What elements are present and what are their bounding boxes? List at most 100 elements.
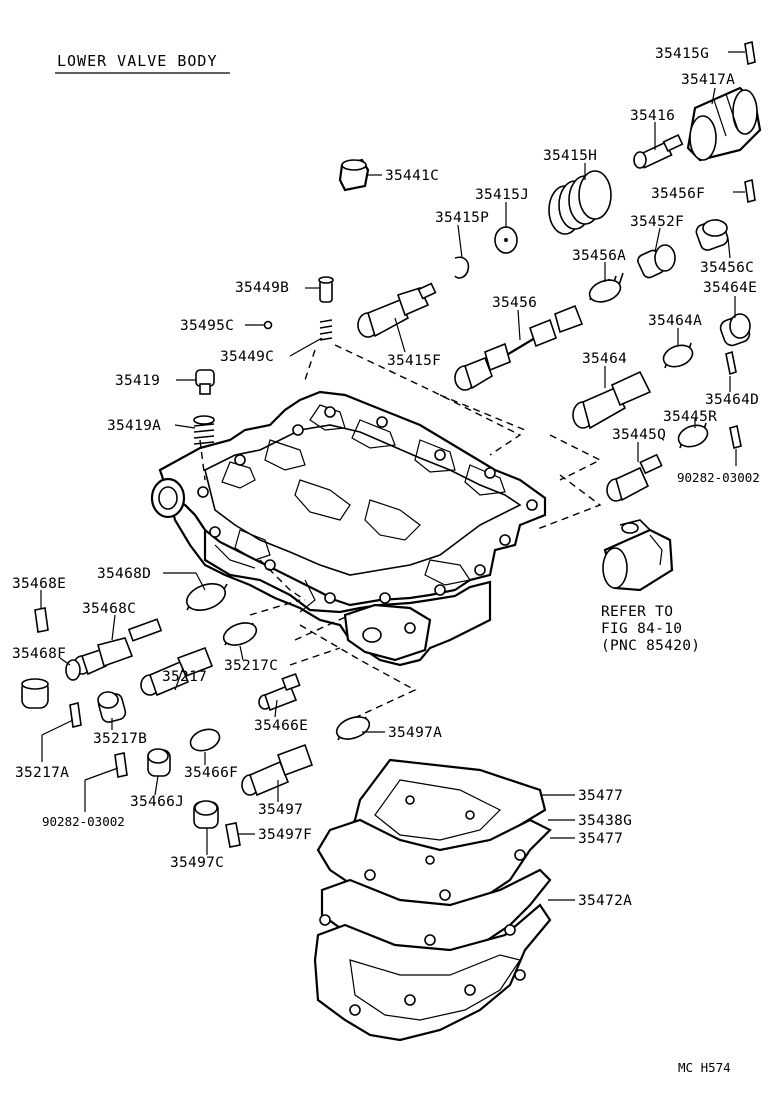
diagram-title: LOWER VALVE BODY [57, 52, 218, 70]
label-35464D: 35464D [705, 392, 759, 408]
part-35497C-plug [193, 800, 219, 829]
label-35441C: 35441C [385, 168, 439, 184]
part-35217C-spring [222, 622, 258, 646]
part-35497-valve [241, 743, 314, 797]
label-35468E: 35468E [12, 576, 66, 592]
footer-code: MC H574 [678, 1060, 731, 1075]
part-35497A-spring [335, 716, 371, 741]
part-35497F-key [225, 822, 241, 848]
label-35449B: 35449B [235, 280, 289, 296]
part-35415F-valve [357, 282, 437, 338]
part-35464-valve [572, 370, 652, 430]
label-35445Q: 35445Q [612, 427, 666, 443]
part-35466J-plug [147, 748, 171, 777]
part-35445R-spring [677, 422, 709, 449]
separator-plates [313, 758, 552, 1042]
label-35468F: 35468F [12, 646, 66, 662]
label-35419A: 35419A [107, 418, 161, 434]
part-35456C-plug [695, 219, 729, 251]
label-35415H: 35415H [543, 148, 597, 164]
alignment-lines [199, 344, 602, 721]
label-35495C: 35495C [180, 318, 234, 334]
part-35441C-plug [338, 158, 370, 192]
part-35217-valve [140, 646, 214, 697]
label-35456C: 35456C [700, 260, 754, 276]
part-35217A-key [69, 702, 82, 728]
part-35217B-plug [97, 691, 127, 723]
label-35415P: 35415P [435, 210, 489, 226]
label-35477-second: 35477 [578, 831, 623, 847]
part-35415P-clip [454, 256, 470, 279]
part-35466E-valve [258, 672, 301, 712]
label-35464A: 35464A [648, 313, 702, 329]
part-90282-key-right [729, 424, 742, 450]
part-35417A-sleeve [686, 86, 762, 162]
label-35415G: 35415G [655, 46, 709, 62]
part-35415H-spring [548, 170, 612, 235]
part-35456-valve [454, 304, 584, 391]
label-35464E: 35464E [703, 280, 757, 296]
part-35445Q-valve [606, 453, 663, 502]
part-35464A-spring [662, 342, 694, 369]
part-35415G [744, 40, 756, 66]
refer-note-line3: (PNC 85420) [601, 638, 700, 654]
refer-note-line2: FIG 84-10 [601, 621, 682, 637]
label-35477-top: 35477 [578, 788, 623, 804]
label-35452F: 35452F [630, 214, 684, 230]
label-35217C: 35217C [224, 658, 278, 674]
label-35464: 35464 [582, 351, 627, 367]
part-35466F-spring [189, 728, 221, 752]
label-35217A: 35217A [15, 765, 69, 781]
label-35416: 35416 [630, 108, 675, 124]
label-35456A: 35456A [572, 248, 626, 264]
refer-note-line1: REFER TO [601, 604, 673, 620]
label-35497F: 35497F [258, 827, 312, 843]
part-labels: 35415G 35417A 35416 35415H 35441C 35415J… [12, 46, 760, 909]
part-90282-key-left [114, 752, 128, 778]
label-35497: 35497 [258, 802, 303, 818]
label-35466E: 35466E [254, 718, 308, 734]
label-35449C: 35449C [220, 349, 274, 365]
label-35497C: 35497C [170, 855, 224, 871]
part-35449C-spring [319, 319, 333, 341]
label-35456: 35456 [492, 295, 537, 311]
label-35419: 35419 [115, 373, 160, 389]
label-35466J: 35466J [130, 794, 184, 810]
part-35464E-plug [719, 313, 751, 347]
label-35438G: 35438G [578, 813, 632, 829]
part-35449B-pin [318, 276, 334, 303]
label-35468D: 35468D [97, 566, 151, 582]
part-35464D-key [725, 350, 737, 376]
part-35419A-spring [193, 415, 215, 445]
part-35468E-key [34, 607, 49, 633]
refer-note: REFER TO FIG 84-10 (PNC 85420) [601, 604, 700, 654]
leader-lines [40, 51, 745, 901]
label-35217B: 35217B [93, 731, 147, 747]
label-35497A: 35497A [388, 725, 442, 741]
part-35419-plug [195, 369, 215, 395]
label-90282-03002-left: 90282-03002 [42, 814, 125, 829]
part-35456F-key [744, 178, 756, 204]
label-35472A: 35472A [578, 893, 632, 909]
label-35456F: 35456F [651, 186, 705, 202]
label-90282-03002-right: 90282-03002 [677, 470, 760, 485]
label-35417A: 35417A [681, 72, 735, 88]
label-35217: 35217 [162, 669, 207, 685]
part-35416-plug [633, 134, 684, 169]
part-35456A-spring [588, 272, 624, 303]
label-35445R: 35445R [663, 409, 717, 425]
label-35468C: 35468C [82, 601, 136, 617]
part-35415J-washer [494, 226, 518, 254]
part-35468C-valve [73, 618, 163, 676]
label-35466F: 35466F [184, 765, 238, 781]
part-35468D-spring [185, 583, 228, 611]
solenoid-reference [602, 519, 674, 592]
part-35495C-ball [263, 320, 273, 330]
part-35452F-plug [637, 244, 676, 279]
label-35415J: 35415J [475, 187, 529, 203]
valve-body-casting [150, 390, 547, 667]
label-35415F: 35415F [387, 353, 441, 369]
part-35468-plug [21, 678, 49, 709]
